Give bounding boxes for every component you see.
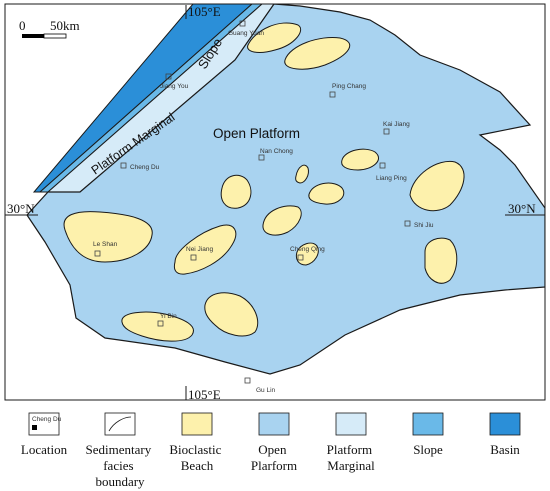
bioclastic-beach	[173, 224, 237, 275]
facies-boundary-icon	[104, 412, 136, 436]
bioclastic-beach	[424, 237, 458, 284]
city-marker-guang-yuan	[239, 20, 246, 27]
city-marker-jiang-you	[165, 73, 172, 80]
legend-label-platform-marginal: Platform Marginal	[327, 442, 376, 473]
bioclastic-beach	[409, 160, 465, 212]
legend: Cheng Du Location Sedimentary facies bou…	[21, 412, 521, 489]
city-label-shi-jiu: Shi Jiu	[414, 222, 434, 229]
city-marker-cheng-du	[120, 162, 127, 169]
open-platform-label: Open Platform	[213, 126, 300, 141]
city-label-gu-lin: Gu Lin	[256, 387, 276, 394]
city-marker-shi-jiu	[404, 220, 411, 227]
scale-bar-white	[43, 33, 67, 39]
open-platform-swatch	[258, 412, 290, 436]
legend-label-bioclastic-beach: Bioclastic Beach	[169, 442, 224, 473]
city-markers	[94, 20, 411, 384]
bioclastic-beach-swatch	[181, 412, 213, 436]
slope-swatch	[412, 412, 444, 436]
city-label-nei-jiang: Nei Jiang	[186, 246, 213, 253]
bioclastic-beach	[284, 36, 351, 70]
city-label-liang-ping: Liang Ping	[376, 175, 407, 182]
bioclastic-beaches	[63, 22, 465, 342]
legend-label-facies-boundary: Sedimentary facies boundary	[86, 442, 155, 489]
city-marker-kai-jiang	[383, 128, 390, 135]
city-label-cheng-qing: Cheng Qing	[290, 246, 325, 253]
legend-label-slope: Slope	[413, 442, 443, 457]
city-marker-liang-ping	[379, 162, 386, 169]
city-label-kai-jiang: Kai Jiang	[383, 121, 410, 128]
basin-swatch	[489, 412, 521, 436]
city-marker-nei-jiang	[190, 254, 197, 261]
scale-zero: 0	[19, 18, 26, 33]
scale-bar-black	[22, 34, 44, 38]
city-marker-yi-bin	[157, 320, 164, 327]
city-label-le-shan: Le Shan	[93, 241, 118, 248]
facies-boundary-curve	[108, 416, 132, 432]
latitude-left: 30°N	[7, 201, 35, 216]
city-label-nan-chong: Nan Chong	[260, 148, 293, 155]
city-label-ping-chang: Ping Chang	[332, 83, 366, 90]
city-label-yi-bin: Yi Bin	[160, 313, 177, 320]
bioclastic-beach	[295, 164, 309, 184]
legend-label-location: Location	[21, 442, 68, 457]
longitude-top: 105°E	[188, 4, 221, 19]
city-marker-nan-chong	[258, 154, 265, 161]
city-label-jiang-you: Jiang You	[160, 83, 189, 90]
bioclastic-beach	[220, 174, 252, 209]
map-border	[4, 3, 546, 401]
location-icon-sample: Cheng Du	[32, 416, 62, 423]
bioclastic-beach	[63, 211, 153, 263]
open-platform-zone	[26, 4, 545, 375]
city-marker-ping-chang	[329, 91, 336, 98]
city-marker-cheng-qing	[297, 254, 304, 261]
bioclastic-beach	[295, 242, 319, 266]
city-marker-le-shan	[94, 250, 101, 257]
latitude-right: 30°N	[508, 201, 536, 216]
bioclastic-beach	[121, 311, 194, 342]
bioclastic-beach	[262, 205, 302, 236]
legend-label-open-platform: Open Plarform	[251, 442, 297, 473]
platform-marginal-swatch	[335, 412, 367, 436]
city-marker-gu-lin	[244, 377, 251, 384]
bioclastic-beach	[341, 148, 380, 171]
city-labels: Guang Yuan Jiang You Ping Chang Kai Jian…	[93, 30, 434, 394]
bioclastic-beach	[247, 22, 302, 53]
scale-distance: 50km	[50, 18, 80, 33]
bioclastic-beach	[204, 292, 259, 337]
city-label-guang-yuan: Guang Yuan	[228, 30, 264, 37]
scale-bar: 0 50km	[19, 18, 80, 39]
legend-label-basin: Basin	[490, 442, 520, 457]
longitude-bottom: 105°E	[188, 387, 221, 402]
city-label-cheng-du: Cheng Du	[130, 164, 160, 171]
location-icon-marker	[32, 425, 37, 430]
bioclastic-beach	[308, 182, 345, 205]
